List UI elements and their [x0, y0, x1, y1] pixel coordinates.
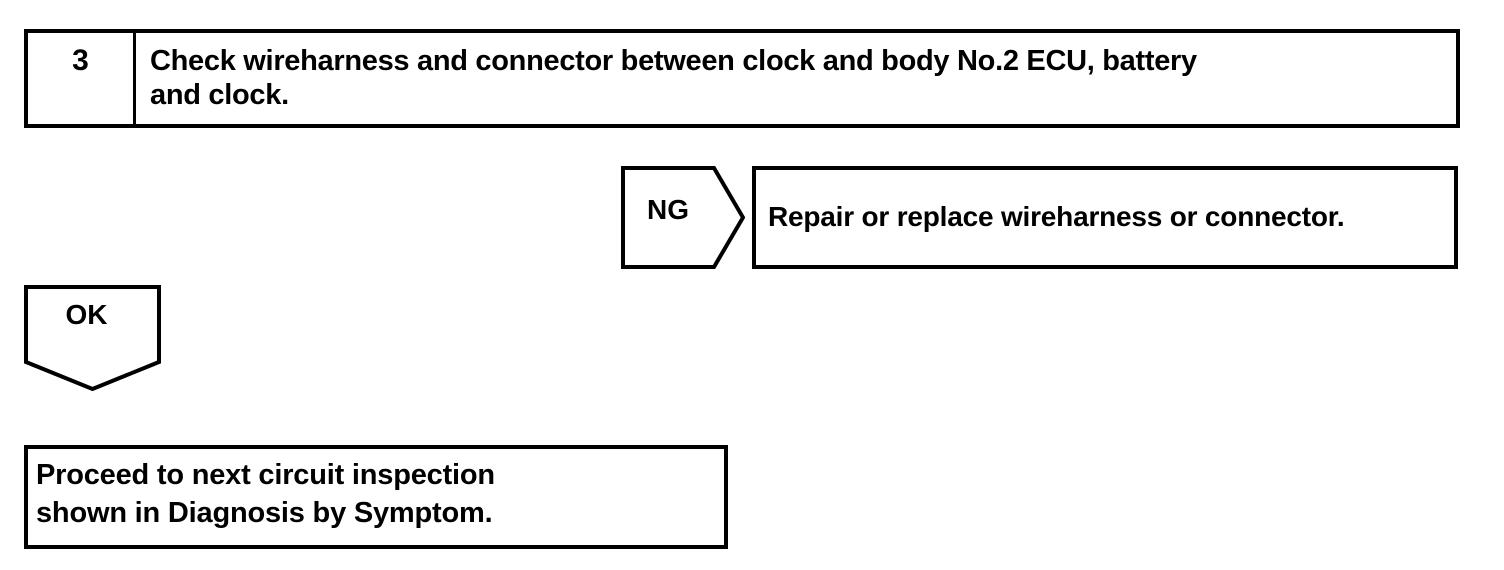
ng-branch-pentagon	[621, 166, 745, 269]
ok-result-text: Proceed to next circuit inspection shown…	[36, 459, 495, 529]
ok-branch-pentagon	[24, 285, 161, 391]
ng-result-text: Repair or replace wireharness or connect…	[768, 201, 1345, 233]
ng-branch-label: NG	[647, 194, 689, 225]
ok-branch-label: OK	[65, 299, 108, 330]
step-number: 3	[72, 44, 89, 77]
ng-pentagon-shape	[621, 166, 745, 269]
step-number-cell: 3	[28, 33, 136, 124]
step-instruction-text: Check wireharness and connector between …	[150, 45, 1197, 111]
ok-result-box: Proceed to next circuit inspection shown…	[24, 445, 728, 549]
ok-pentagon-shape	[24, 285, 161, 391]
ng-result-box: Repair or replace wireharness or connect…	[752, 166, 1458, 269]
step-instruction-box: 3 Check wireharness and connector betwee…	[24, 29, 1460, 128]
step-instruction-cell: Check wireharness and connector between …	[136, 33, 1456, 124]
